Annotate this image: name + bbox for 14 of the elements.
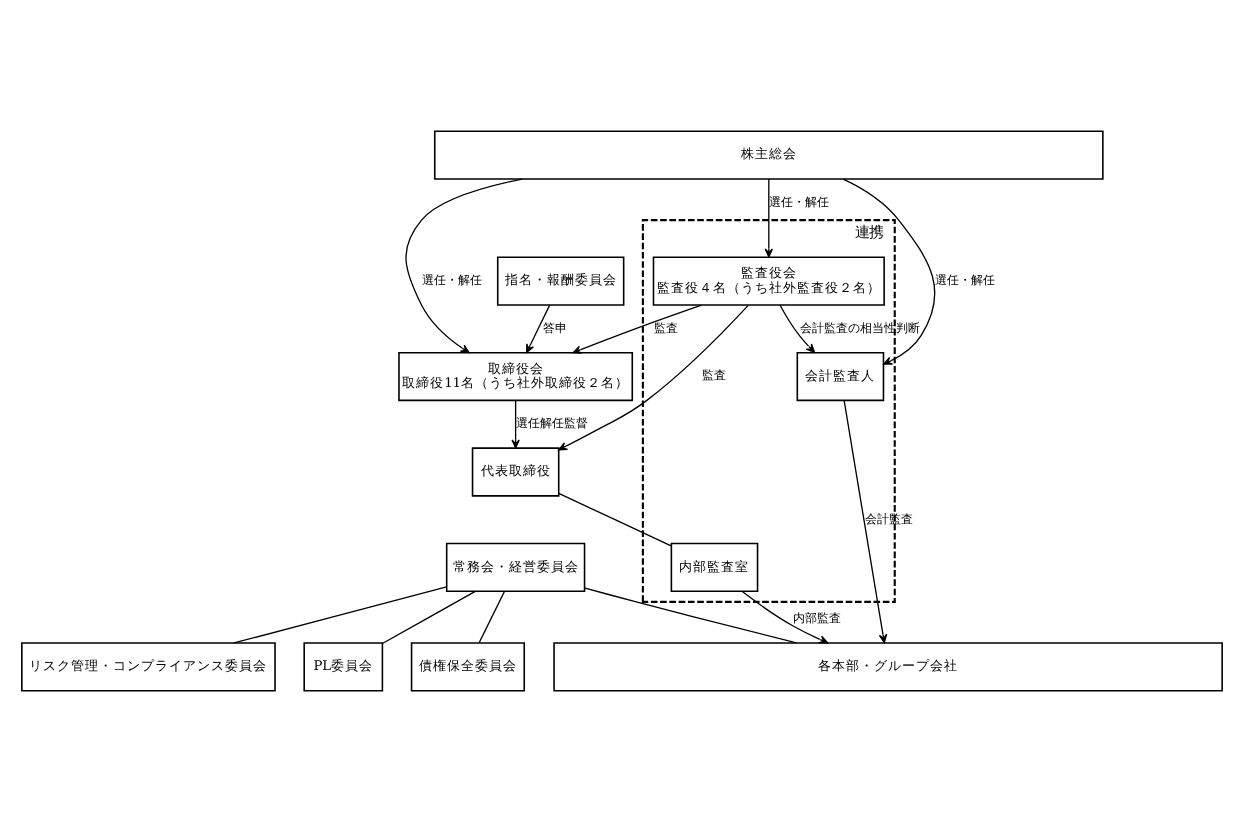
connector xyxy=(233,585,448,643)
arrow xyxy=(764,177,774,257)
connector xyxy=(382,589,476,643)
connector xyxy=(478,590,505,643)
arrow xyxy=(558,303,749,450)
arrow xyxy=(842,177,936,364)
connector xyxy=(558,491,672,546)
arrow xyxy=(779,303,816,352)
connector xyxy=(584,586,798,643)
arrow xyxy=(843,398,888,643)
arrow xyxy=(525,303,551,353)
arrow xyxy=(405,177,523,353)
arrow xyxy=(511,399,520,448)
arrow xyxy=(572,303,703,353)
